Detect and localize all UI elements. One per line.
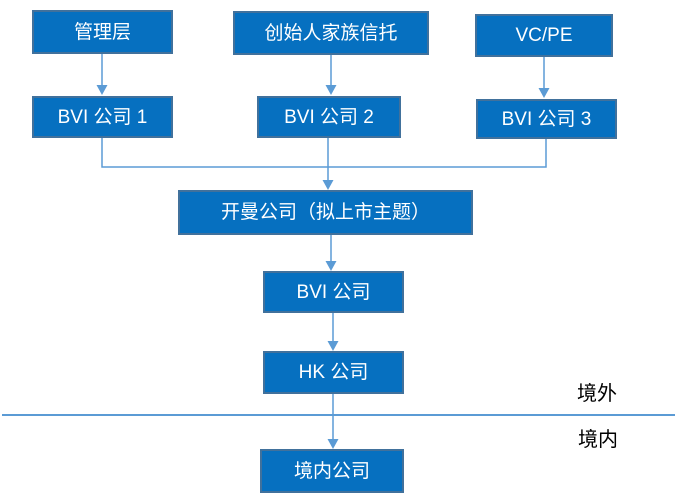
arrowhead	[327, 439, 339, 449]
node-bvi-company: BVI 公司	[263, 271, 404, 313]
arrowhead	[96, 85, 108, 95]
arrowhead	[327, 341, 339, 351]
node-vc-pe: VC/PE	[475, 14, 613, 57]
elbow-connector-bvi1-bvi3	[101, 138, 547, 168]
node-bvi-company-2: BVI 公司 2	[257, 96, 401, 138]
arrowhead	[325, 261, 337, 271]
node-hk-company: HK 公司	[263, 351, 404, 394]
onshore-label: 境内	[578, 429, 618, 451]
arrowhead	[538, 88, 550, 98]
node-founder-family-trust: 创始人家族信托	[233, 11, 429, 55]
arrowhead	[325, 85, 337, 95]
node-bvi-company-1: BVI 公司 1	[32, 96, 173, 138]
node-domestic-company: 境内公司	[260, 449, 404, 493]
offshore-label: 境外	[577, 383, 617, 405]
node-cayman-company: 开曼公司（拟上市主题）	[178, 190, 473, 235]
node-bvi-company-3: BVI 公司 3	[476, 99, 617, 139]
arrowhead	[322, 180, 334, 190]
node-management: 管理层	[32, 10, 173, 54]
